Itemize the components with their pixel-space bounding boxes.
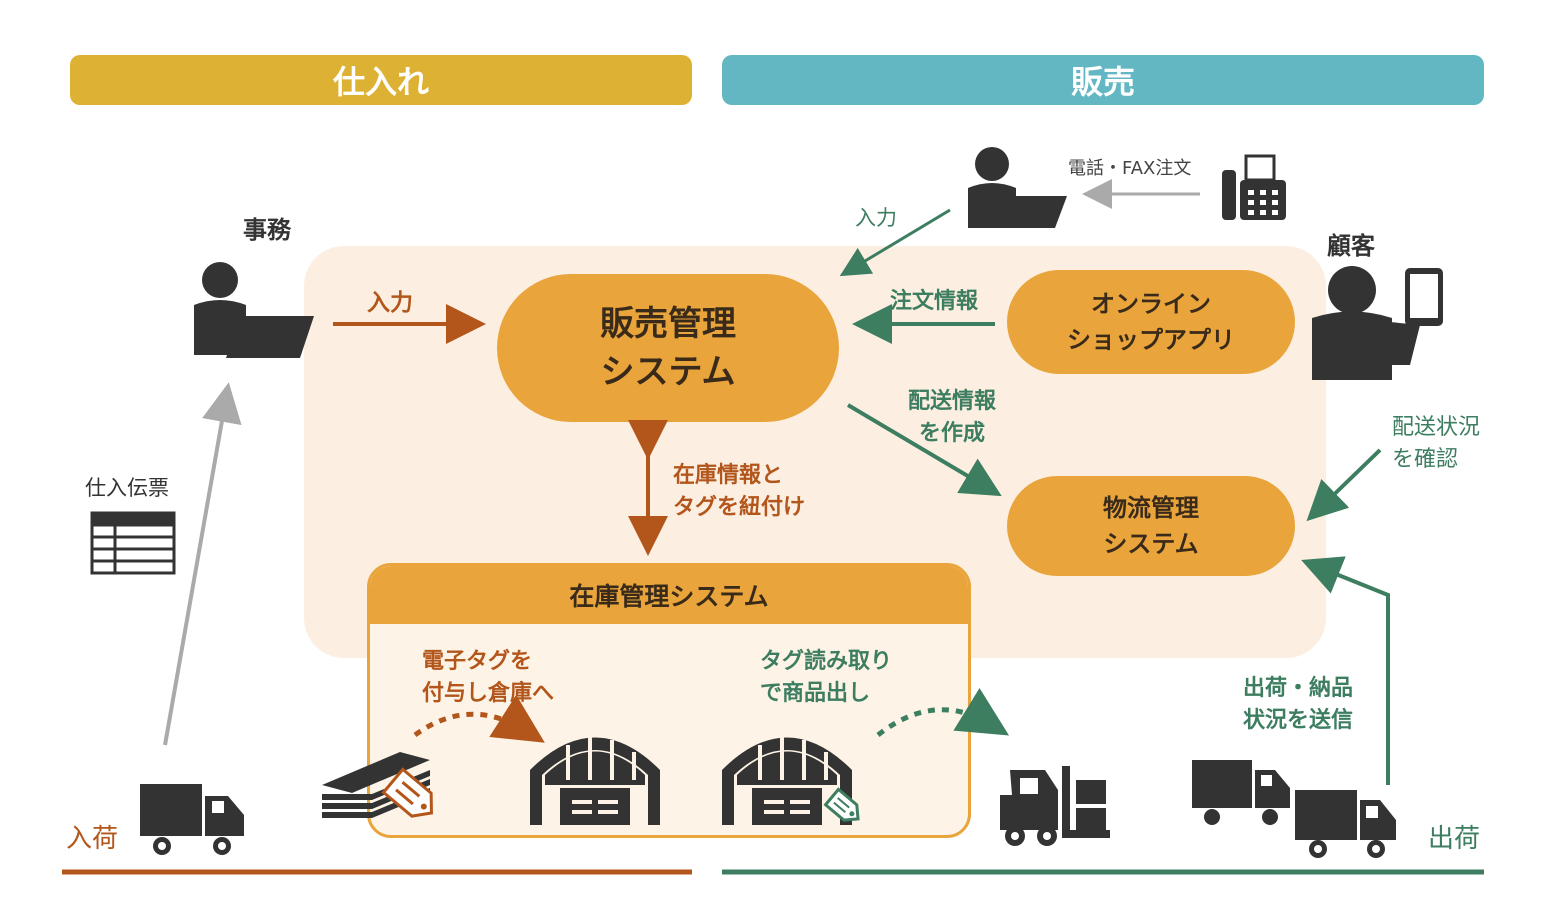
sales-mgmt-line1: 販売管理 bbox=[600, 304, 736, 344]
purchase-banner: 仕入れ bbox=[70, 55, 692, 105]
fax-icon bbox=[1222, 154, 1286, 220]
office-label: 事務 bbox=[243, 216, 291, 244]
tag-read-line2: で商品出し bbox=[760, 681, 871, 706]
arrival-truck-icon bbox=[140, 784, 244, 855]
purchase-banner-label: 仕入れ bbox=[332, 63, 429, 101]
e-tag-line1: 電子タグを bbox=[422, 649, 533, 674]
inventory-tag-line1: 在庫情報と bbox=[673, 463, 784, 488]
shipping-truck-front-icon bbox=[1295, 790, 1396, 858]
shipping-info-label: 配送情報 を作成 bbox=[908, 386, 996, 450]
tag-read-line1: タグ読み取り bbox=[760, 649, 893, 674]
online-shop-line1: オンライン bbox=[1091, 290, 1211, 318]
inventory-system-box: 在庫管理システム bbox=[367, 563, 971, 838]
to-forklift-dotted-arrow bbox=[876, 688, 1010, 737]
e-tag-line2: 付与し倉庫へ bbox=[422, 681, 555, 706]
shipment-label: 出荷 bbox=[1428, 824, 1481, 854]
status-check-line1: 配送状況 bbox=[1392, 415, 1481, 440]
status-check-arrow bbox=[1306, 448, 1382, 522]
purchase-slip-icon bbox=[90, 511, 176, 575]
tag-read-label: タグ読み取り で商品出し bbox=[760, 646, 892, 710]
status-check-line2: を確認 bbox=[1392, 447, 1459, 472]
sales-management-system: 販売管理 システム bbox=[497, 274, 839, 422]
status-check-label: 配送状況 を確認 bbox=[1392, 412, 1480, 476]
sales-banner-label: 販売 bbox=[1070, 63, 1135, 101]
office-worker-icon bbox=[194, 262, 314, 358]
phone-fax-order-label: 電話・FAX注文 bbox=[1068, 158, 1192, 179]
sales-mgmt-line2: システム bbox=[600, 352, 736, 392]
phone-input-label: 入力 bbox=[855, 206, 897, 230]
ship-status-send-label: 出荷・納品 状況を送信 bbox=[1243, 673, 1353, 737]
customer-icon bbox=[1312, 266, 1443, 380]
sales-banner: 販売 bbox=[722, 55, 1484, 105]
phone-input-arrow bbox=[839, 208, 951, 277]
inventory-tag-label: 在庫情報と タグを紐付け bbox=[673, 460, 805, 524]
purchase-slip-arrow bbox=[163, 382, 242, 746]
ship-status-line2: 状況を送信 bbox=[1243, 708, 1354, 733]
forklift-icon bbox=[1000, 766, 1110, 846]
logistics-line1: 物流管理 bbox=[1103, 494, 1199, 522]
ship-status-arrow bbox=[1301, 556, 1390, 785]
input-label: 入力 bbox=[367, 290, 413, 316]
shipping-info-line2: を作成 bbox=[919, 421, 986, 446]
to-warehouse-dotted-arrow bbox=[413, 694, 545, 743]
customer-label: 顧客 bbox=[1327, 232, 1375, 260]
logistics-management-system: 物流管理 システム bbox=[1007, 476, 1295, 576]
arrival-label: 入荷 bbox=[66, 824, 119, 854]
inventory-system-header: 在庫管理システム bbox=[370, 566, 968, 624]
online-shop-app: オンライン ショップアプリ bbox=[1007, 270, 1295, 374]
shipping-info-line1: 配送情報 bbox=[908, 389, 997, 414]
inventory-tag-line2: タグを紐付け bbox=[673, 495, 806, 520]
purchase-slip-label: 仕入伝票 bbox=[85, 476, 169, 500]
online-shop-line2: ショップアプリ bbox=[1067, 326, 1235, 354]
order-info-label: 注文情報 bbox=[890, 289, 979, 314]
inventory-system-title: 在庫管理システム bbox=[569, 582, 769, 611]
logistics-line2: システム bbox=[1103, 530, 1199, 558]
ship-status-line1: 出荷・納品 bbox=[1243, 676, 1354, 701]
e-tag-label: 電子タグを 付与し倉庫へ bbox=[422, 646, 554, 710]
shipping-info-arrow bbox=[846, 403, 1002, 497]
tagged-goods-icon bbox=[322, 752, 433, 818]
phone-operator-icon bbox=[968, 147, 1067, 228]
shipping-truck-back-icon bbox=[1192, 760, 1290, 825]
warehouse-outgoing-icon bbox=[722, 736, 860, 825]
warehouse-incoming-icon bbox=[530, 736, 660, 825]
